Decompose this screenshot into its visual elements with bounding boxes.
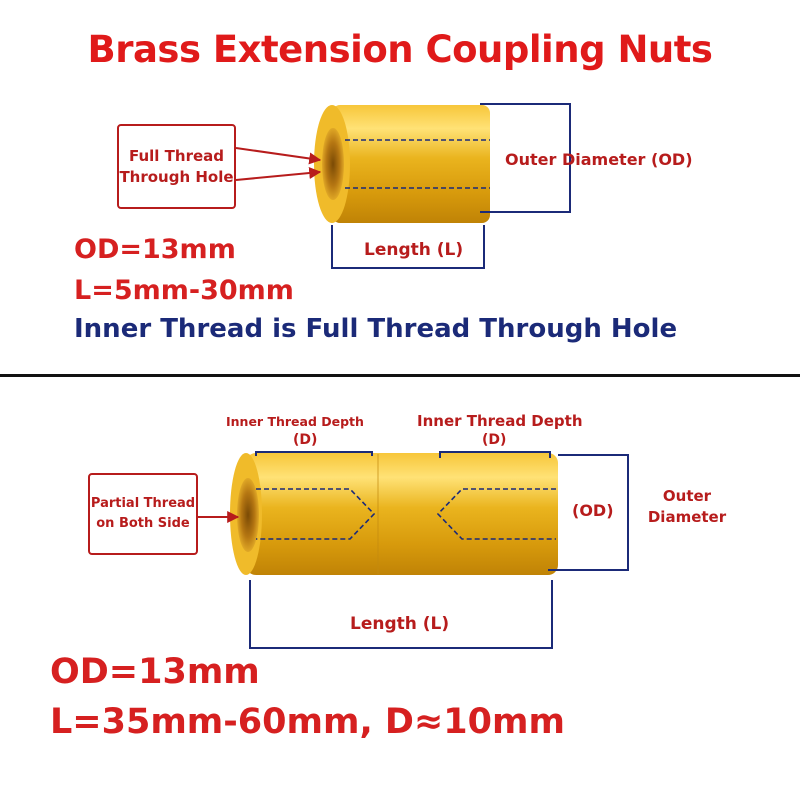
top-callout-line-2: Through Hole: [119, 167, 234, 186]
bottom-depth-left-symbol: (D): [293, 432, 318, 448]
top-brass-nut: [314, 105, 490, 223]
top-spec-length: L=5mm-30mm: [74, 275, 294, 306]
bottom-spec-length: L=35mm-60mm, D≈10mm: [50, 702, 565, 742]
top-thread-callout: Full Thread Through Hole: [117, 124, 236, 209]
top-spec-od: OD=13mm: [74, 234, 236, 265]
bottom-depth-right-bracket: [439, 451, 551, 458]
top-length-label: Length (L): [364, 240, 464, 260]
bottom-depth-right-label: Inner Thread Depth: [417, 412, 583, 430]
top-outer-diameter-label: Outer Diameter (OD): [505, 150, 693, 169]
top-note: Inner Thread is Full Thread Through Hole: [74, 314, 678, 344]
top-od-bracket: [480, 103, 571, 213]
page-title: Brass Extension Coupling Nuts: [87, 28, 713, 71]
bottom-depth-left-bracket: [255, 451, 373, 456]
bottom-brass-nut: [230, 453, 558, 575]
bottom-depth-left-label: Inner Thread Depth: [226, 414, 364, 429]
top-length-bracket: [331, 225, 485, 269]
bottom-thread-callout: Partial Thread on Both Side: [88, 473, 198, 555]
bottom-outer-line-2: Diameter: [647, 508, 727, 526]
bottom-callout-line-2: on Both Side: [96, 516, 190, 531]
bottom-depth-right-symbol: (D): [482, 432, 507, 448]
top-callout-line-1: Full Thread: [128, 146, 225, 165]
bottom-outer-diameter-label: Outer Diameter: [632, 486, 742, 528]
bottom-spec-od: OD=13mm: [50, 652, 260, 692]
top-callout-arrows: [235, 147, 322, 181]
bottom-length-label: Length (L): [350, 614, 450, 634]
thread-hole-icon: [322, 128, 344, 200]
bottom-callout-line-1: Partial Thread: [90, 496, 196, 511]
partial-thread-hole-icon: [237, 478, 259, 552]
bottom-od-symbol: (OD): [572, 501, 614, 520]
bottom-od-bracket: [548, 454, 629, 571]
bottom-outer-line-1: Outer: [662, 487, 712, 505]
bottom-length-bracket: [249, 580, 553, 649]
section-divider: [0, 374, 800, 377]
